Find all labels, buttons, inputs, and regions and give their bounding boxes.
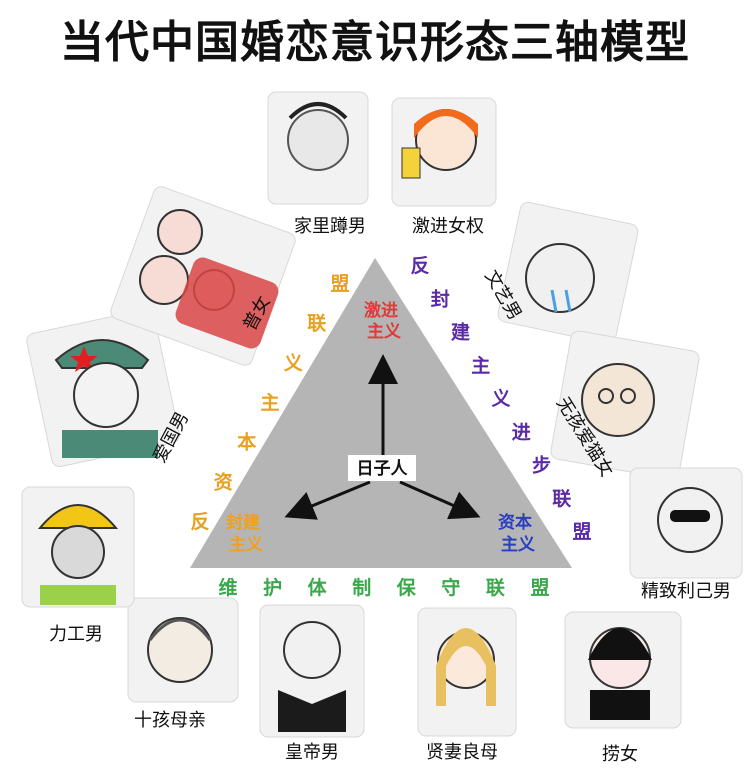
alliance-char: 盟 <box>330 273 349 295</box>
central-triangle <box>190 258 572 568</box>
alliance-char: 联 <box>486 577 505 599</box>
center-label-box <box>348 455 416 481</box>
character-card: 激进女权 <box>391 97 497 237</box>
character-card: 无孩爱猫女 <box>550 330 700 481</box>
character-card: 普女 <box>110 186 296 366</box>
alliance-char: 封 <box>431 287 450 310</box>
alliance-char: 资 <box>214 470 233 493</box>
alliance-char: 制 <box>352 576 371 599</box>
arrow-left <box>284 480 371 520</box>
axis-top-label: 激进 主义 <box>364 300 404 342</box>
axis-left-label: 封建 主义 <box>226 512 266 555</box>
character-card: 十孩母亲 <box>127 597 239 731</box>
character-card: 皇帝男 <box>259 604 365 763</box>
character-label-jingzhiliji: 精致利己男 <box>641 581 731 602</box>
alliance-char: 义 <box>491 388 510 410</box>
character-label-laonv: 捞女 <box>602 744 638 765</box>
character-label-ligongnan: 力工男 <box>49 624 103 645</box>
character-card: 力工男 <box>21 486 135 645</box>
character-card: 家里蹲男 <box>267 91 369 237</box>
alliance-char: 主 <box>471 355 490 377</box>
character-card: 贤妻良母 <box>417 607 517 763</box>
character-label-shihaimuqin: 十孩母亲 <box>134 710 206 731</box>
bottom-alliance-label: 维护体制保守联盟 <box>218 576 549 599</box>
alliance-char: 守 <box>441 576 460 599</box>
alliance-char: 步 <box>532 455 551 477</box>
alliance-char: 盟 <box>572 521 591 543</box>
alliance-char: 护 <box>263 576 282 599</box>
character-card: 精致利己男 <box>629 467 743 602</box>
alliance-char: 维 <box>218 576 237 599</box>
character-card: 捞女 <box>564 611 682 765</box>
alliance-char: 体 <box>308 576 328 599</box>
character-label-huangdinan: 皇帝男 <box>285 742 339 763</box>
alliance-char: 进 <box>512 421 531 443</box>
center-label: 日子人 <box>357 459 409 479</box>
alliance-char: 本 <box>237 431 256 454</box>
alliance-char: 主 <box>260 392 279 414</box>
character-label-jijinnvquan: 激进女权 <box>412 216 484 237</box>
axis-right-label: 资本 主义 <box>498 512 538 555</box>
character-label-xianqiliangmu: 贤妻良母 <box>426 742 498 763</box>
page-title: 当代中国婚恋意识形态三轴模型 <box>60 17 690 68</box>
character-card: 文艺男 <box>480 201 639 345</box>
character-label-jialidunnan: 家里蹲男 <box>294 216 366 237</box>
arrow-right <box>399 480 481 520</box>
alliance-char: 盟 <box>530 577 549 599</box>
alliance-char: 联 <box>552 488 571 510</box>
alliance-char: 反 <box>410 255 429 277</box>
alliance-char: 保 <box>396 576 417 599</box>
alliance-char: 反 <box>190 511 209 533</box>
character-card: 爱国男 <box>26 308 193 468</box>
alliance-char: 建 <box>451 321 470 344</box>
alliance-char: 义 <box>284 352 303 374</box>
alliance-char: 联 <box>307 313 326 335</box>
